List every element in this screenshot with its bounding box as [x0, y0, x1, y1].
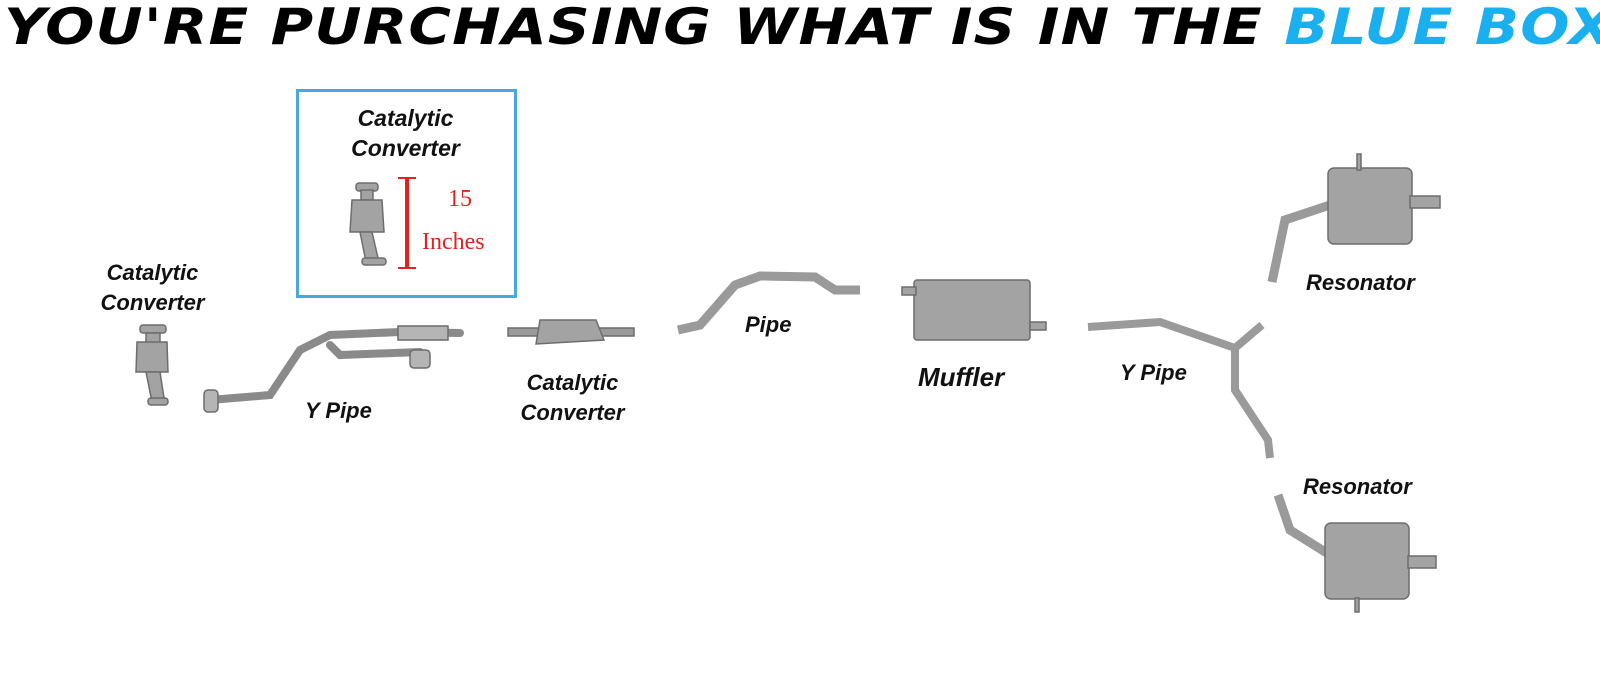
- y-pipe-image-1: [203, 325, 464, 413]
- headline: YOU'RE PURCHASING WHAT IS IN THE BLUE BO…: [4, 0, 1600, 56]
- pipe-image: [677, 271, 860, 335]
- headline-highlight: BLUE BOX: [1284, 0, 1600, 56]
- y-pipe-image-2: [1087, 317, 1274, 459]
- part-label-line1: Catalytic: [526, 370, 619, 395]
- part-label-resonator-2: Resonator: [1303, 474, 1412, 499]
- selected-catalytic-converter-image: [349, 182, 387, 266]
- part-label-y-pipe-2: Y Pipe: [1120, 360, 1187, 385]
- part-label-muffler: Muffler: [918, 362, 1005, 392]
- headline-text: YOU'RE PURCHASING WHAT IS IN THE: [4, 0, 1263, 56]
- selected-part-label-line1: Catalytic: [357, 105, 454, 131]
- size-unit: Inches: [422, 229, 485, 255]
- measure-bar: [398, 177, 416, 269]
- part-label-pipe: Pipe: [745, 312, 792, 337]
- part-label-resonator-1: Resonator: [1306, 270, 1415, 295]
- resonator-image-2: [1273, 493, 1437, 613]
- resonator-image-1: [1267, 153, 1441, 283]
- catalytic-converter-image-1: [135, 324, 169, 406]
- selected-part-box: [296, 89, 517, 298]
- part-label-line1: Catalytic: [106, 260, 199, 285]
- selected-part-label-line2: Converter: [351, 135, 460, 161]
- muffler-image: [901, 279, 1047, 341]
- part-label-y-pipe-1: Y Pipe: [305, 398, 372, 423]
- catalytic-converter-image-2: [507, 319, 635, 345]
- size-value: 15: [448, 186, 472, 212]
- part-label-line2: Converter: [520, 400, 625, 425]
- part-label-line2: Converter: [100, 290, 205, 315]
